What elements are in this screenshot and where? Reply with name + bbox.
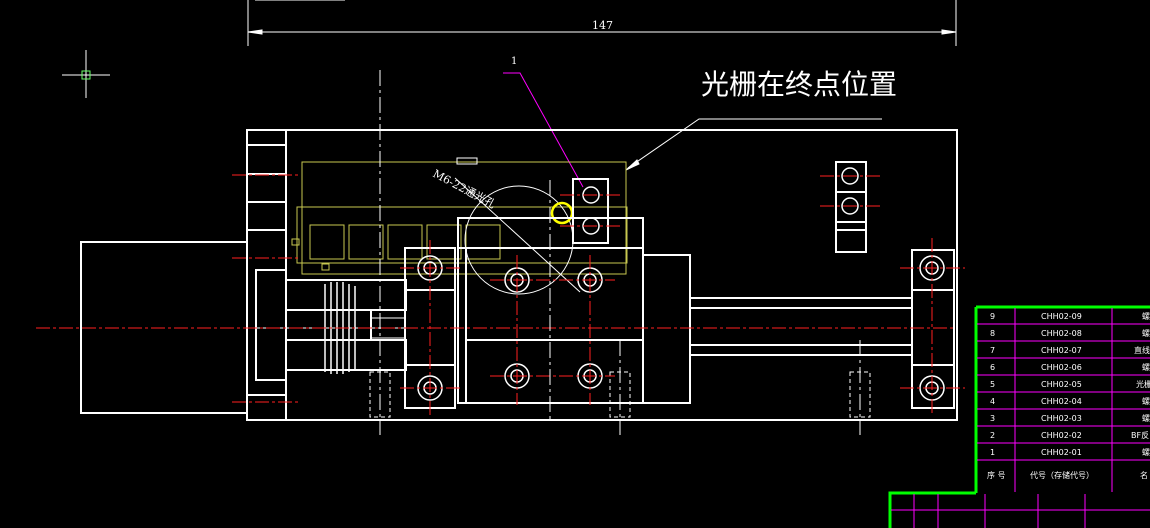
dimension-text: 147: [592, 19, 613, 32]
bom-row-5-num: 5: [990, 380, 995, 389]
bom-row-2-name: BF反: [1131, 430, 1149, 440]
bom-row-5-code: CHH02-05: [1041, 380, 1082, 389]
guide-rail: [247, 297, 912, 356]
bom-row-2-code: CHH02-02: [1041, 431, 1082, 440]
bom-row-7-num: 7: [990, 346, 995, 355]
bom-row-6-name: 螺: [1142, 362, 1150, 372]
bom-row-8-code: CHH02-08: [1041, 329, 1082, 338]
bom-row-1-num: 1: [990, 448, 995, 457]
bom-row-2-num: 2: [990, 431, 995, 440]
bom-row-8-name: 螺: [1142, 328, 1150, 338]
bom-header-num: 序 号: [987, 470, 1006, 480]
hole-label: M6-22通光孔: [431, 166, 498, 211]
bom-table: 9 CHH02-09 螺 8 CHH02-08 螺 7 CHH02-07 直线 …: [888, 305, 1150, 528]
carriage: [404, 178, 691, 409]
bom-row-4-num: 4: [990, 397, 995, 406]
bom-row-9-num: 9: [990, 312, 995, 321]
bom-row-8-num: 8: [990, 329, 995, 338]
bom-row-7-code: CHH02-07: [1041, 346, 1082, 355]
callout-label: 光栅在终点位置: [701, 68, 897, 101]
part-leader-line: [503, 72, 584, 188]
vertical-axes: [379, 70, 861, 435]
bom-row-1-code: CHH02-01: [1041, 448, 1082, 457]
balloon-number: 1: [511, 56, 517, 67]
callout-leader: [625, 118, 882, 171]
bom-row-4-name: 螺: [1142, 396, 1150, 406]
bom-row-9-name: 螺: [1142, 311, 1150, 321]
bom-row-7-name: 直线: [1134, 345, 1150, 355]
limit-switch: [835, 161, 867, 253]
grating-assembly: [291, 161, 628, 275]
bom-row-1-name: 螺: [1142, 447, 1150, 457]
bom-row-3-name: 螺: [1142, 413, 1150, 423]
snap-marker-icon: [550, 201, 574, 225]
bom-header-code: 代号（存储代号）: [1030, 470, 1094, 480]
center-lines: [36, 174, 965, 415]
bom-row-5-name: 光栅: [1136, 379, 1150, 389]
bom-row-6-code: CHH02-06: [1041, 363, 1082, 372]
bom-row-6-num: 6: [990, 363, 995, 372]
bom-row-3-code: CHH02-03: [1041, 414, 1082, 423]
bom-row-3-num: 3: [990, 414, 995, 423]
bom-row-9-code: CHH02-09: [1041, 312, 1082, 321]
end-support: [911, 249, 955, 409]
bom-header-name: 名: [1140, 470, 1148, 480]
bom-row-4-code: CHH02-04: [1041, 397, 1082, 406]
crosshair-cursor-icon: [62, 50, 110, 98]
dimension-line: [247, 0, 957, 46]
